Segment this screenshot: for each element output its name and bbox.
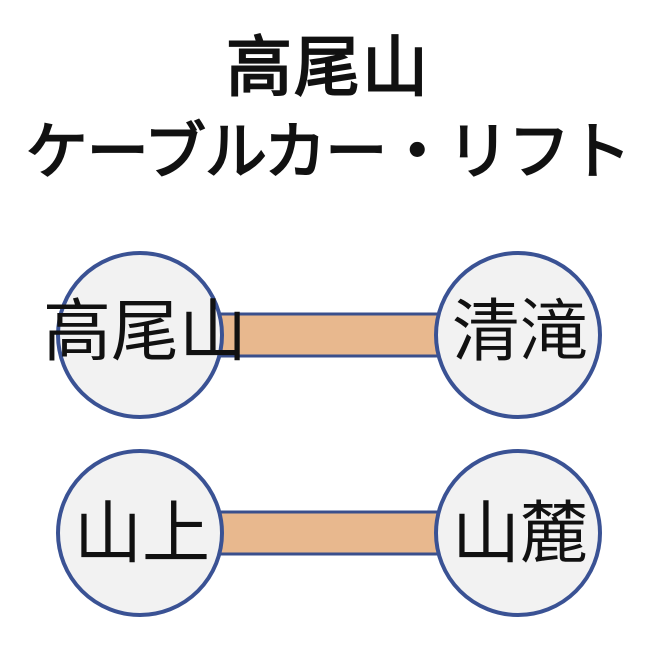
station-takaosan: [56, 251, 224, 419]
lift-track: [193, 510, 462, 556]
station-sanroku: [434, 449, 602, 617]
lift-line: [56, 449, 602, 617]
title-line-1: 高尾山: [226, 29, 430, 106]
station-kiyotaki: [434, 251, 602, 419]
station-label-sanjo: 山上: [73, 495, 211, 574]
station-label-sanroku: 山麓: [451, 495, 589, 574]
title-line-2: ケーブルカー・リフト: [25, 115, 631, 188]
station-label-kiyotaki: 清滝: [451, 293, 589, 372]
cable-car-line: [56, 251, 602, 419]
cable-car-track: [193, 312, 462, 358]
station-label-takaosan: 高尾山: [42, 293, 248, 372]
station-sanjo: [56, 449, 224, 617]
diagram-title: 高尾山 ケーブルカー・リフト: [0, 28, 656, 192]
